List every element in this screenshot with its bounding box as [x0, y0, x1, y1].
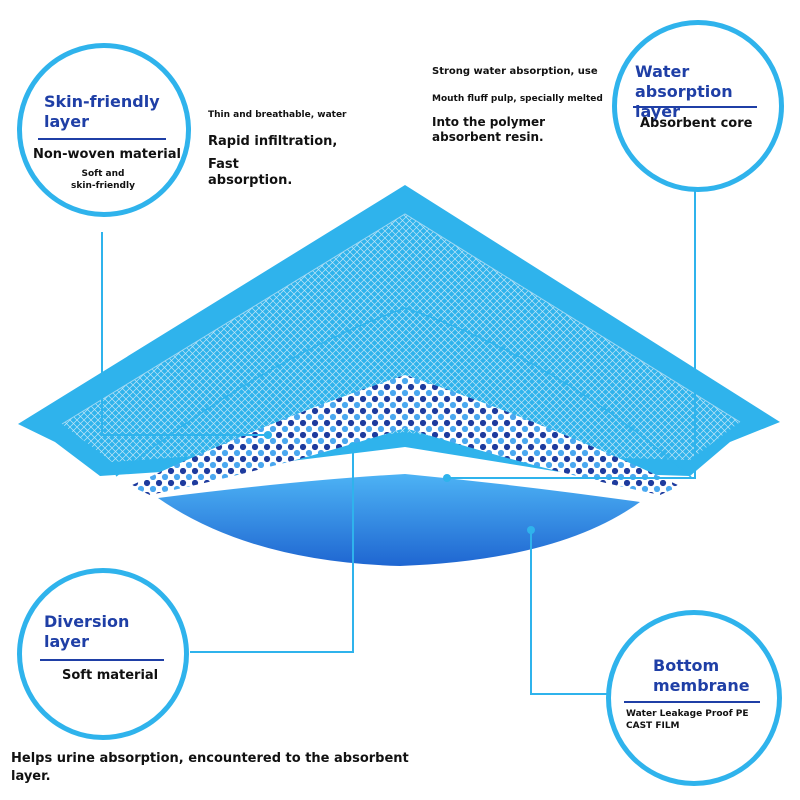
callout-diversion [17, 568, 189, 740]
bottom-membrane-title: Bottom membrane [653, 656, 750, 695]
rapid-infiltration-text: Rapid infiltration, [208, 134, 338, 149]
water-absorption-title: Water absorption layer [635, 62, 733, 121]
bottom-membrane-divider [624, 701, 760, 703]
bottom-membrane-layer [158, 474, 640, 566]
skin-friendly-subtitle: Non-woven material [33, 147, 181, 162]
diversion-subtitle: Soft material [62, 668, 159, 683]
callout-skin-friendly [17, 43, 191, 217]
water-absorption-subtitle: Absorbent core [640, 116, 753, 131]
water-absorption-divider [633, 106, 757, 108]
helps-absorption-text: Helps urine absorption, encountered to t… [11, 751, 409, 784]
diversion-title: Diversion layer [44, 612, 130, 651]
diversion-dotted-layer [130, 375, 680, 495]
connector-dot [349, 442, 357, 450]
skin-friendly-divider [38, 138, 166, 140]
diversion-divider [40, 659, 164, 661]
thin-breathable-text: Thin and breathable, water [208, 110, 347, 120]
bottom-membrane-note: Water Leakage Proof PE CAST FILM [626, 709, 749, 731]
polymer-resin-text: Into the polymer absorbent resin. [432, 115, 546, 144]
strong-absorption-text: Strong water absorption, use [432, 66, 598, 77]
connector-dot [527, 526, 535, 534]
callout-bottom-membrane [606, 610, 782, 786]
connector-lines [101, 182, 696, 695]
mouth-fluff-text: Mouth fluff pulp, specially melted [432, 94, 603, 104]
skin-friendly-title: Skin-friendly layer [44, 92, 160, 131]
skin-friendly-note: Soft and skin-friendly [71, 169, 135, 191]
connector-dot [443, 474, 451, 482]
connector-dot [264, 431, 272, 439]
mesh-inner-sheet [62, 214, 740, 462]
fast-absorption-text: Fast absorption. [208, 157, 293, 188]
